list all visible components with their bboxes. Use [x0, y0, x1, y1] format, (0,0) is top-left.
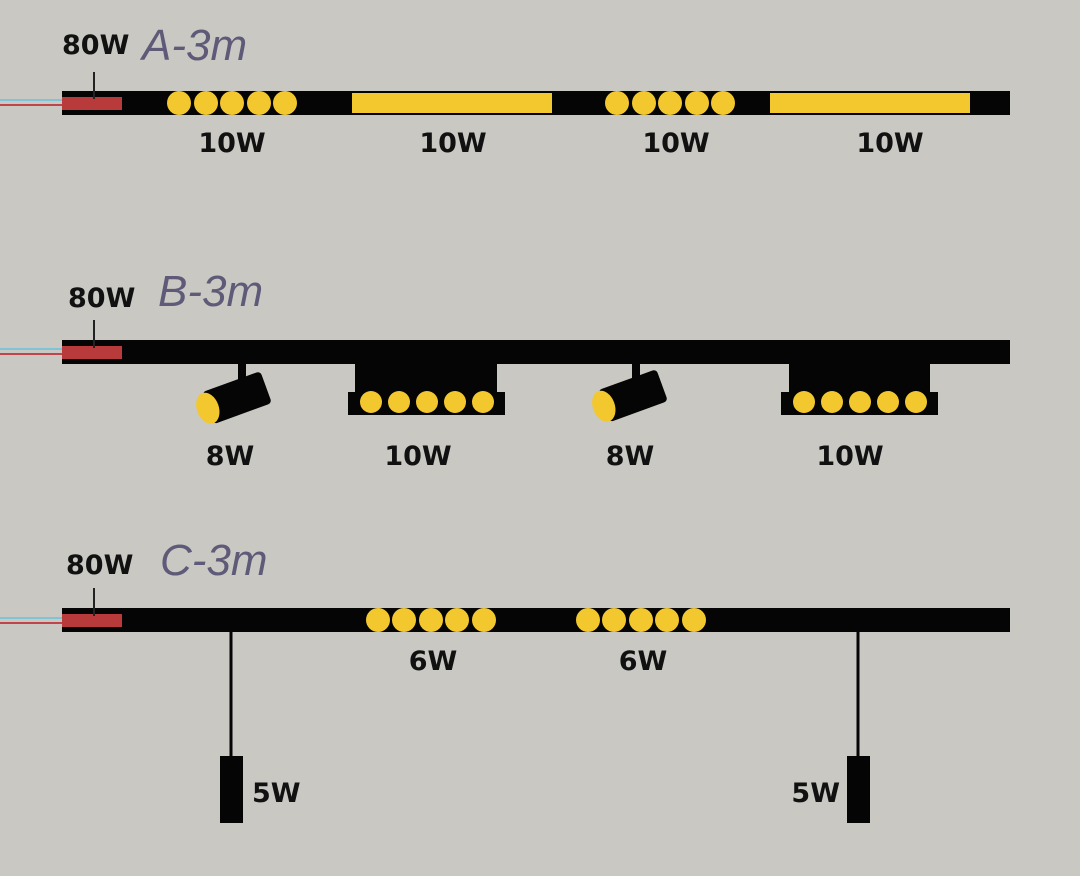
- led-dot: [445, 608, 469, 632]
- led-dot: [602, 608, 626, 632]
- system-c-dot-module-2: [576, 608, 706, 632]
- system-a-driver-power: 80W: [62, 30, 129, 61]
- led-dot: [821, 391, 843, 413]
- system-b-grille-light-1: [348, 362, 505, 415]
- system-a: 80W A-3m 10W 10W 10W 10W: [0, 21, 1010, 159]
- system-b-spotlight-1: [196, 362, 271, 424]
- system-a-fixture-3-power: 10W: [642, 128, 709, 159]
- led-dot: [685, 91, 709, 115]
- led-dot: [793, 391, 815, 413]
- led-dot: [658, 91, 682, 115]
- system-c-fixture-1-power: 5W: [252, 778, 301, 809]
- led-dot: [360, 391, 382, 413]
- system-a-dot-module-1: [167, 91, 297, 115]
- led-dot: [472, 391, 494, 413]
- system-c-fixture-4-power: 5W: [791, 778, 840, 809]
- system-a-fixture-2-power: 10W: [419, 128, 486, 159]
- led-dot: [194, 91, 218, 115]
- system-c-fixture-3-power: 6W: [619, 646, 668, 677]
- system-a-strip-module-1: [352, 93, 552, 113]
- led-dot: [472, 608, 496, 632]
- system-b-grille-light-2: [781, 362, 938, 415]
- led-dot: [711, 91, 735, 115]
- system-a-driver: [62, 97, 122, 110]
- system-b-driver-power: 80W: [68, 283, 135, 314]
- led-dot: [576, 608, 600, 632]
- system-c-fixture-2-power: 6W: [409, 646, 458, 677]
- led-dot: [444, 391, 466, 413]
- system-c-dot-module-1: [366, 608, 496, 632]
- led-dot: [629, 608, 653, 632]
- system-c-pendant-1: [220, 630, 243, 823]
- led-dot: [682, 608, 706, 632]
- led-dot: [366, 608, 390, 632]
- led-dot: [877, 391, 899, 413]
- led-dot: [416, 391, 438, 413]
- system-b: 80W B-3m 8W 10W: [0, 267, 1010, 472]
- led-dot: [605, 91, 629, 115]
- system-c-driver: [62, 614, 122, 627]
- led-dot: [632, 91, 656, 115]
- system-a-fixture-1-power: 10W: [198, 128, 265, 159]
- led-dot: [388, 391, 410, 413]
- system-c-title: C-3m: [160, 536, 268, 585]
- led-dot: [419, 608, 443, 632]
- system-b-fixture-1-power: 8W: [206, 441, 255, 472]
- led-dot: [849, 391, 871, 413]
- system-a-dot-module-2: [605, 91, 735, 115]
- led-dot: [247, 91, 271, 115]
- led-dot: [220, 91, 244, 115]
- spotlight-lens: [592, 390, 616, 422]
- spotlight-lens: [196, 392, 220, 424]
- led-dot: [273, 91, 297, 115]
- system-b-title: B-3m: [158, 267, 263, 316]
- system-b-driver: [62, 346, 122, 359]
- system-b-fixture-4-power: 10W: [816, 441, 883, 472]
- system-a-fixture-4-power: 10W: [856, 128, 923, 159]
- system-b-rail: [62, 340, 1010, 364]
- led-dot: [167, 91, 191, 115]
- led-dot: [655, 608, 679, 632]
- led-dot: [392, 608, 416, 632]
- system-b-fixture-3-power: 8W: [606, 441, 655, 472]
- led-dot: [905, 391, 927, 413]
- system-a-strip-module-2: [770, 93, 970, 113]
- system-b-fixture-2-power: 10W: [384, 441, 451, 472]
- system-c-driver-power: 80W: [66, 550, 133, 581]
- system-c-rail: [62, 608, 1010, 632]
- system-a-title: A-3m: [139, 21, 247, 70]
- system-c-pendant-2: [847, 630, 870, 823]
- system-b-spotlight-2: [592, 362, 667, 422]
- system-c: 80W C-3m 5W 6W 6W: [0, 536, 1010, 823]
